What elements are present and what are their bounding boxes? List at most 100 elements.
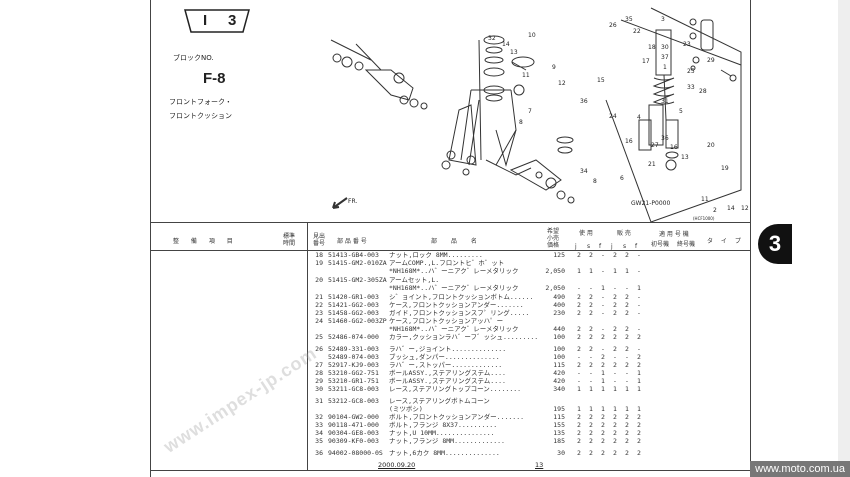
quantity: 2 [577,345,581,353]
quantity: 2 [589,251,593,259]
quantity: - [613,284,617,292]
quantity: 2 [625,325,629,333]
quantity: 2 [637,333,641,341]
part-number: 90309-KF0-003 [328,437,379,445]
quantity: - [625,353,629,361]
quantity: 2 [589,301,593,309]
callout: 34 [580,168,588,175]
column-divider [307,222,308,470]
quantity: 2 [613,449,617,457]
quantity: - [577,369,581,377]
price: 440 [553,325,565,333]
quantity: 2 [625,293,629,301]
quantity: 2 [577,293,581,301]
part-number: 53210-GG2-751 [328,369,379,377]
ref-number: 34 [315,429,323,437]
quantity: 2 [589,421,593,429]
quantity: 2 [601,437,605,445]
quantity: 2 [625,429,629,437]
quantity: 1 [589,385,593,393]
header-work: 整 備 項 目 [173,238,238,245]
price: 2,050 [545,284,565,292]
quantity: 1 [637,405,641,413]
price: 30 [557,449,565,457]
quantity: 2 [589,309,593,317]
quantity: 1 [625,267,629,275]
callout: 15 [597,77,605,84]
quantity: 2 [625,251,629,259]
parts-drawing [330,7,742,223]
table-bottom-rule [151,470,751,471]
part-number: 51413-GB4-003 [328,251,379,259]
footer-date: 2000.09.20 [378,461,416,469]
quantity: 2 [625,449,629,457]
part-number: 94002-08000-0S [328,449,383,457]
part-name: ボルト,フランジ 8X37.......... [389,421,498,429]
price: 490 [553,293,565,301]
quantity: - [637,293,641,301]
part-name: ラハ゛ー,ストッパー............. [389,361,503,369]
callout: 35 [625,16,633,23]
callout: 31 [661,98,669,105]
quantity: 2 [625,437,629,445]
part-name: ラハ゛ー,ジョイント.............. [389,345,507,353]
ref-number: 35 [315,437,323,445]
quantity: - [637,309,641,317]
quantity: 2 [589,293,593,301]
quantity: 2 [589,449,593,457]
header-part-no: 部 品 番 号 [337,238,367,245]
part-number: 51420-GR1-003 [328,293,379,301]
section-tab[interactable]: 3 [758,224,792,264]
part-number: 51460-GG2-003ZP [328,317,387,325]
quantity: 2 [577,429,581,437]
part-name: ガイド,フロントクッションスフ゜リング..... [389,309,530,317]
callout: 32 [488,35,496,42]
quantity: 2 [577,449,581,457]
part-name: シ゛ョイント,フロントクッションボトム...... [389,293,534,301]
quantity: 2 [625,345,629,353]
quantity: 2 [601,333,605,341]
table-header-rule [151,250,751,251]
price: 115 [553,361,565,369]
price: 340 [553,385,565,393]
quantity: 1 [589,405,593,413]
quantity: 2 [613,345,617,353]
part-number: 51421-GG2-003 [328,301,379,309]
quantity: 2 [577,309,581,317]
callout: 5 [679,108,683,115]
callout: 3 [661,16,665,23]
qty-col-header: j [611,243,613,250]
price: 420 [553,369,565,377]
callout: 33 [687,84,695,91]
callout: 29 [707,57,715,64]
part-name: アームCOMP.,L.フロントヒ゛ホ゛ット [389,259,505,267]
quantity: 2 [637,353,641,361]
quantity: - [577,377,581,385]
header-first: 初号機 [651,241,670,248]
header-usage: 使 用 [579,230,593,237]
front-direction-label: FR. [348,198,358,205]
quantity: - [601,251,605,259]
table-top-rule [151,222,751,223]
ref-number: 28 [315,369,323,377]
quantity: - [625,284,629,292]
callout: 25 [687,68,695,75]
block-no-label: ブロックNO. [173,54,214,62]
ref-number: 20 [315,276,323,284]
part-name: ボルト,フロントクッションアンダー....... [389,413,525,421]
quantity: - [589,284,593,292]
quantity: 2 [577,361,581,369]
quantity: 1 [625,385,629,393]
quantity: 2 [613,429,617,437]
part-number: 51415-GM2-305ZA [328,276,387,284]
callout: 18 [648,44,656,51]
part-name: レース,ステアリングトップコーン........ [389,385,522,393]
price: 185 [553,437,565,445]
part-name: (ミツボシ) [389,405,423,413]
callout: 4 [637,114,641,121]
